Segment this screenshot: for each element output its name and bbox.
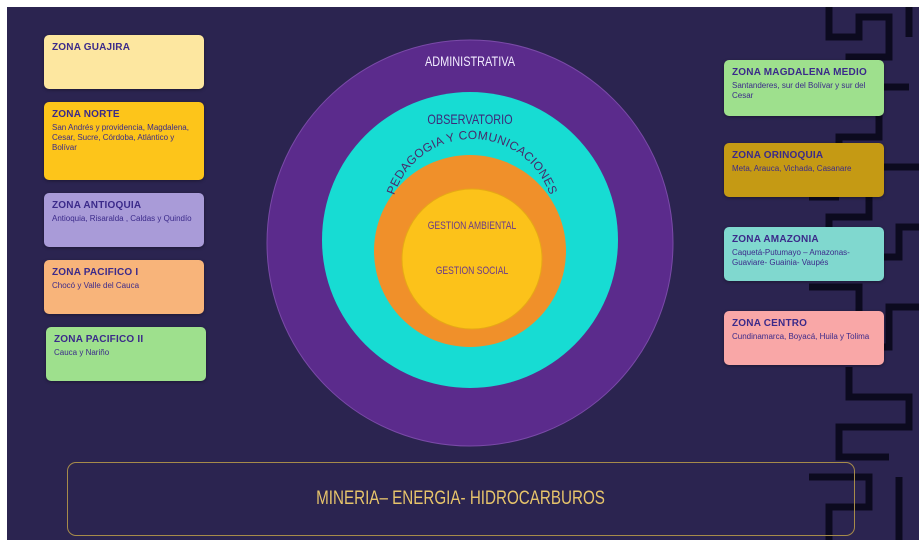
zone-card-guajira: ZONA GUAJIRA xyxy=(44,35,204,89)
zone-title: ZONA CENTRO xyxy=(732,318,808,329)
ring-label-gestion-ambiental: GESTION AMBIENTAL xyxy=(427,220,517,232)
zone-title: ZONA GUAJIRA xyxy=(52,42,131,53)
zone-title: ZONA PACIFICO I xyxy=(52,267,139,278)
zone-title: ZONA NORTE xyxy=(52,109,120,120)
zone-title: ZONA MAGDALENA MEDIO xyxy=(732,67,867,78)
zone-title: ZONA AMAZONIA xyxy=(732,234,819,245)
zone-card-orinoquia: ZONA ORINOQUIA Meta, Arauca, Vichada, Ca… xyxy=(724,143,884,197)
zone-card-amazonia: ZONA AMAZONIA Caquetá-Putumayo – Amazona… xyxy=(724,227,884,281)
zone-card-pacifico-i: ZONA PACIFICO I Chocó y Valle del Cauca xyxy=(44,260,204,314)
zone-description: San Andrés y providencia, Magdalena, Ces… xyxy=(52,123,189,152)
zone-card-magdalena-medio: ZONA MAGDALENA MEDIO Santanderes, sur de… xyxy=(724,60,884,116)
sector-bar-label: MINERIA– ENERGIA- HIDROCARBUROS xyxy=(316,488,606,509)
zone-title: ZONA PACIFICO II xyxy=(54,334,144,345)
zone-description: Chocó y Valle del Cauca xyxy=(52,281,140,290)
zone-title: ZONA ANTIOQUIA xyxy=(52,200,142,211)
zone-card-norte: ZONA NORTE San Andrés y providencia, Mag… xyxy=(44,102,204,180)
zone-card-pacifico-ii: ZONA PACIFICO II Cauca y Nariño xyxy=(46,327,206,381)
concentric-rings: PEDAGOGIA Y COMUNICACIONES xyxy=(266,39,674,447)
zone-card-antioquia: ZONA ANTIOQUIA Antioquia, Risaralda , Ca… xyxy=(44,193,204,247)
zone-description: Santanderes, sur del Bolívar y sur del C… xyxy=(732,81,866,100)
ring-label-gestion-social: GESTION SOCIAL xyxy=(435,265,509,277)
ring-core xyxy=(401,188,543,330)
zone-description: Antioquia, Risaralda , Caldas y Quindío xyxy=(52,214,192,223)
zone-description: Meta, Arauca, Vichada, Casanare xyxy=(732,164,852,173)
zone-description: Cundinamarca, Boyacá, Huila y Tolima xyxy=(732,332,870,341)
zone-description: Caquetá-Putumayo – Amazonas-Guaviare- Gu… xyxy=(732,248,850,267)
sector-bar: MINERIA– ENERGIA- HIDROCARBUROS xyxy=(67,462,855,536)
diagram-canvas: PEDAGOGIA Y COMUNICACIONES ADMINISTRATIV… xyxy=(7,7,919,540)
zone-title: ZONA ORINOQUIA xyxy=(732,150,824,161)
zone-card-centro: ZONA CENTRO Cundinamarca, Boyacá, Huila … xyxy=(724,311,884,365)
ring-label-administrativa: ADMINISTRATIVA xyxy=(424,53,515,69)
ring-label-observatorio: OBSERVATORIO xyxy=(427,111,513,127)
zone-description: Cauca y Nariño xyxy=(54,348,110,357)
